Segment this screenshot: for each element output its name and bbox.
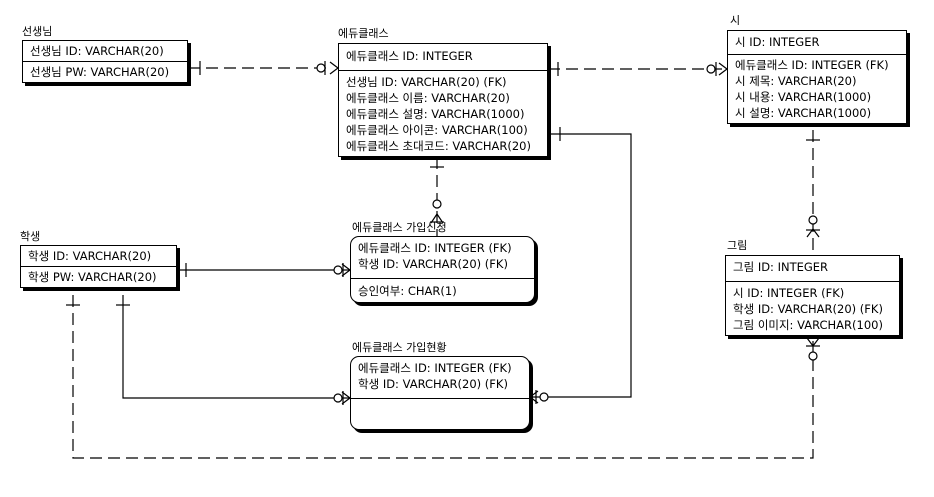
entity-educlass[interactable]: 에듀클래스 ID: INTEGER 선생님 ID: VARCHAR(20) (F… [338,43,548,157]
joinrequest-key-attr: 학생 ID: VARCHAR(20) (FK) [358,257,508,271]
entity-joinrequest-attrs: 승인여부: CHAR(1) [351,279,534,302]
rel-poem-picture [806,130,820,253]
entity-title-educlass: 에듀클래스 [338,27,389,40]
entity-title-poem: 시 [730,14,741,27]
educlass-attr: 에듀클래스 아이콘: VARCHAR(100) [346,123,528,137]
entity-joinstatus-attrs [351,399,529,429]
teacher-key-attr: 선생님 ID: VARCHAR(20) [30,44,164,58]
entity-joinrequest-keys: 에듀클래스 ID: INTEGER (FK) 학생 ID: VARCHAR(20… [351,237,534,279]
poem-attr: 시 내용: VARCHAR(1000) [735,90,872,104]
picture-attr: 그림 이미지: VARCHAR(100) [733,318,883,332]
rel-teacher-educlass [188,61,339,75]
student-key-attr: 학생 ID: VARCHAR(20) [28,249,152,263]
entity-title-student: 학생 [20,230,41,243]
rel-student-picture [66,295,820,459]
entity-teacher-keys: 선생님 ID: VARCHAR(20) [23,41,187,62]
picture-attr: 시 ID: INTEGER (FK) [733,286,845,300]
entity-student-keys: 학생 ID: VARCHAR(20) [21,246,176,267]
entity-title-picture: 그림 [727,239,748,252]
entity-picture-keys: 그림 ID: INTEGER [726,256,899,282]
educlass-attr: 선생님 ID: VARCHAR(20) (FK) [346,75,507,89]
poem-attr: 시 제목: VARCHAR(20) [735,74,857,88]
entity-joinstatus[interactable]: 에듀클래스 ID: INTEGER (FK) 학생 ID: VARCHAR(20… [350,356,530,430]
poem-attr: 시 설명: VARCHAR(1000) [735,106,872,120]
picture-key-attr: 그림 ID: INTEGER [733,260,829,274]
educlass-attr: 에듀클래스 초대코드: VARCHAR(20) [346,139,531,153]
entity-picture-attrs: 시 ID: INTEGER (FK) 학생 ID: VARCHAR(20) (F… [726,282,899,335]
entity-picture[interactable]: 그림 ID: INTEGER 시 ID: INTEGER (FK) 학생 ID:… [725,255,900,336]
entity-student[interactable]: 학생 ID: VARCHAR(20) 학생 PW: VARCHAR(20) [20,245,177,288]
entity-educlass-attrs: 선생님 ID: VARCHAR(20) (FK) 에듀클래스 이름: VARCH… [339,71,547,156]
educlass-attr: 에듀클래스 설명: VARCHAR(1000) [346,107,525,121]
joinrequest-key-attr: 에듀클래스 ID: INTEGER (FK) [358,241,512,255]
student-attr: 학생 PW: VARCHAR(20) [28,270,157,284]
entity-student-attrs: 학생 PW: VARCHAR(20) [21,267,176,287]
entity-title-joinrequest: 에듀클래스 가입신청 [352,221,447,234]
teacher-attr: 선생님 PW: VARCHAR(20) [30,65,170,79]
joinstatus-key-attr: 에듀클래스 ID: INTEGER (FK) [358,361,512,375]
entity-joinstatus-keys: 에듀클래스 ID: INTEGER (FK) 학생 ID: VARCHAR(20… [351,357,529,399]
entity-teacher[interactable]: 선생님 ID: VARCHAR(20) 선생님 PW: VARCHAR(20) [22,40,188,83]
entity-poem-keys: 시 ID: INTEGER [728,31,906,55]
poem-key-attr: 시 ID: INTEGER [735,35,820,49]
educlass-attr: 에듀클래스 이름: VARCHAR(20) [346,91,510,105]
entity-title-joinstatus: 에듀클래스 가입현황 [352,341,447,354]
entity-title-teacher: 선생님 [22,25,53,38]
joinrequest-attr: 승인여부: CHAR(1) [358,284,457,298]
educlass-key-attr: 에듀클래스 ID: INTEGER [346,49,473,63]
joinstatus-key-attr: 학생 ID: VARCHAR(20) (FK) [358,377,508,391]
rel-educlass-poem [548,62,728,76]
entity-educlass-keys: 에듀클래스 ID: INTEGER [339,44,547,71]
entity-teacher-attrs: 선생님 PW: VARCHAR(20) [23,62,187,82]
picture-attr: 학생 ID: VARCHAR(20) (FK) [733,302,883,316]
rel-student-joinrequest [177,263,351,277]
rel-educlass-joinrequest [430,157,444,236]
rel-student-joinstatus [116,295,351,405]
rel-educlass-joinstatus [529,127,632,404]
entity-joinrequest[interactable]: 에듀클래스 ID: INTEGER (FK) 학생 ID: VARCHAR(20… [350,236,535,303]
poem-attr: 에듀클래스 ID: INTEGER (FK) [735,58,889,72]
entity-poem-attrs: 에듀클래스 ID: INTEGER (FK) 시 제목: VARCHAR(20)… [728,55,906,123]
entity-poem[interactable]: 시 ID: INTEGER 에듀클래스 ID: INTEGER (FK) 시 제… [727,30,907,124]
